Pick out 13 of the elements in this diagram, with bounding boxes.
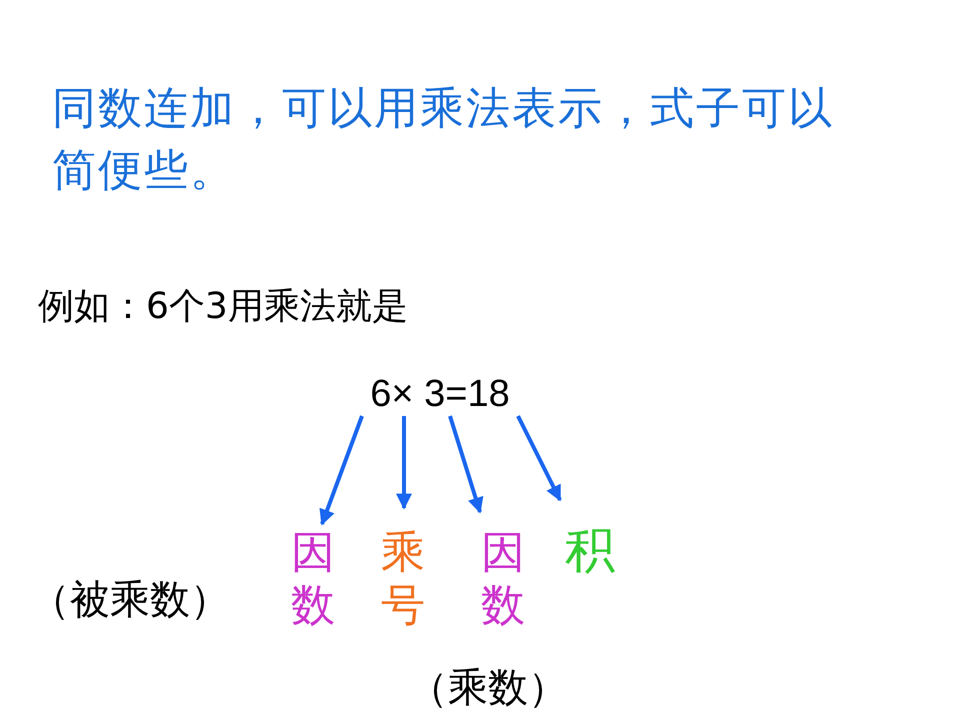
equation-text: 6× 3=18 bbox=[354, 372, 526, 418]
arrow bbox=[320, 415, 364, 526]
arrow bbox=[448, 415, 484, 514]
arrow bbox=[516, 415, 562, 502]
term-label: 因数 bbox=[288, 527, 338, 637]
example-text: 例如：6个3用乘法就是 bbox=[38, 285, 408, 329]
note-text: （乘数） bbox=[408, 664, 568, 713]
arrow bbox=[396, 416, 412, 510]
term-label: 积 bbox=[560, 520, 620, 582]
title-text: 同数连加，可以用乘法表示，式子可以简便些。 bbox=[52, 82, 835, 198]
note-text: （被乘数） bbox=[30, 576, 230, 625]
term-label: 因数 bbox=[478, 527, 528, 637]
term-label: 乘号 bbox=[378, 527, 428, 637]
